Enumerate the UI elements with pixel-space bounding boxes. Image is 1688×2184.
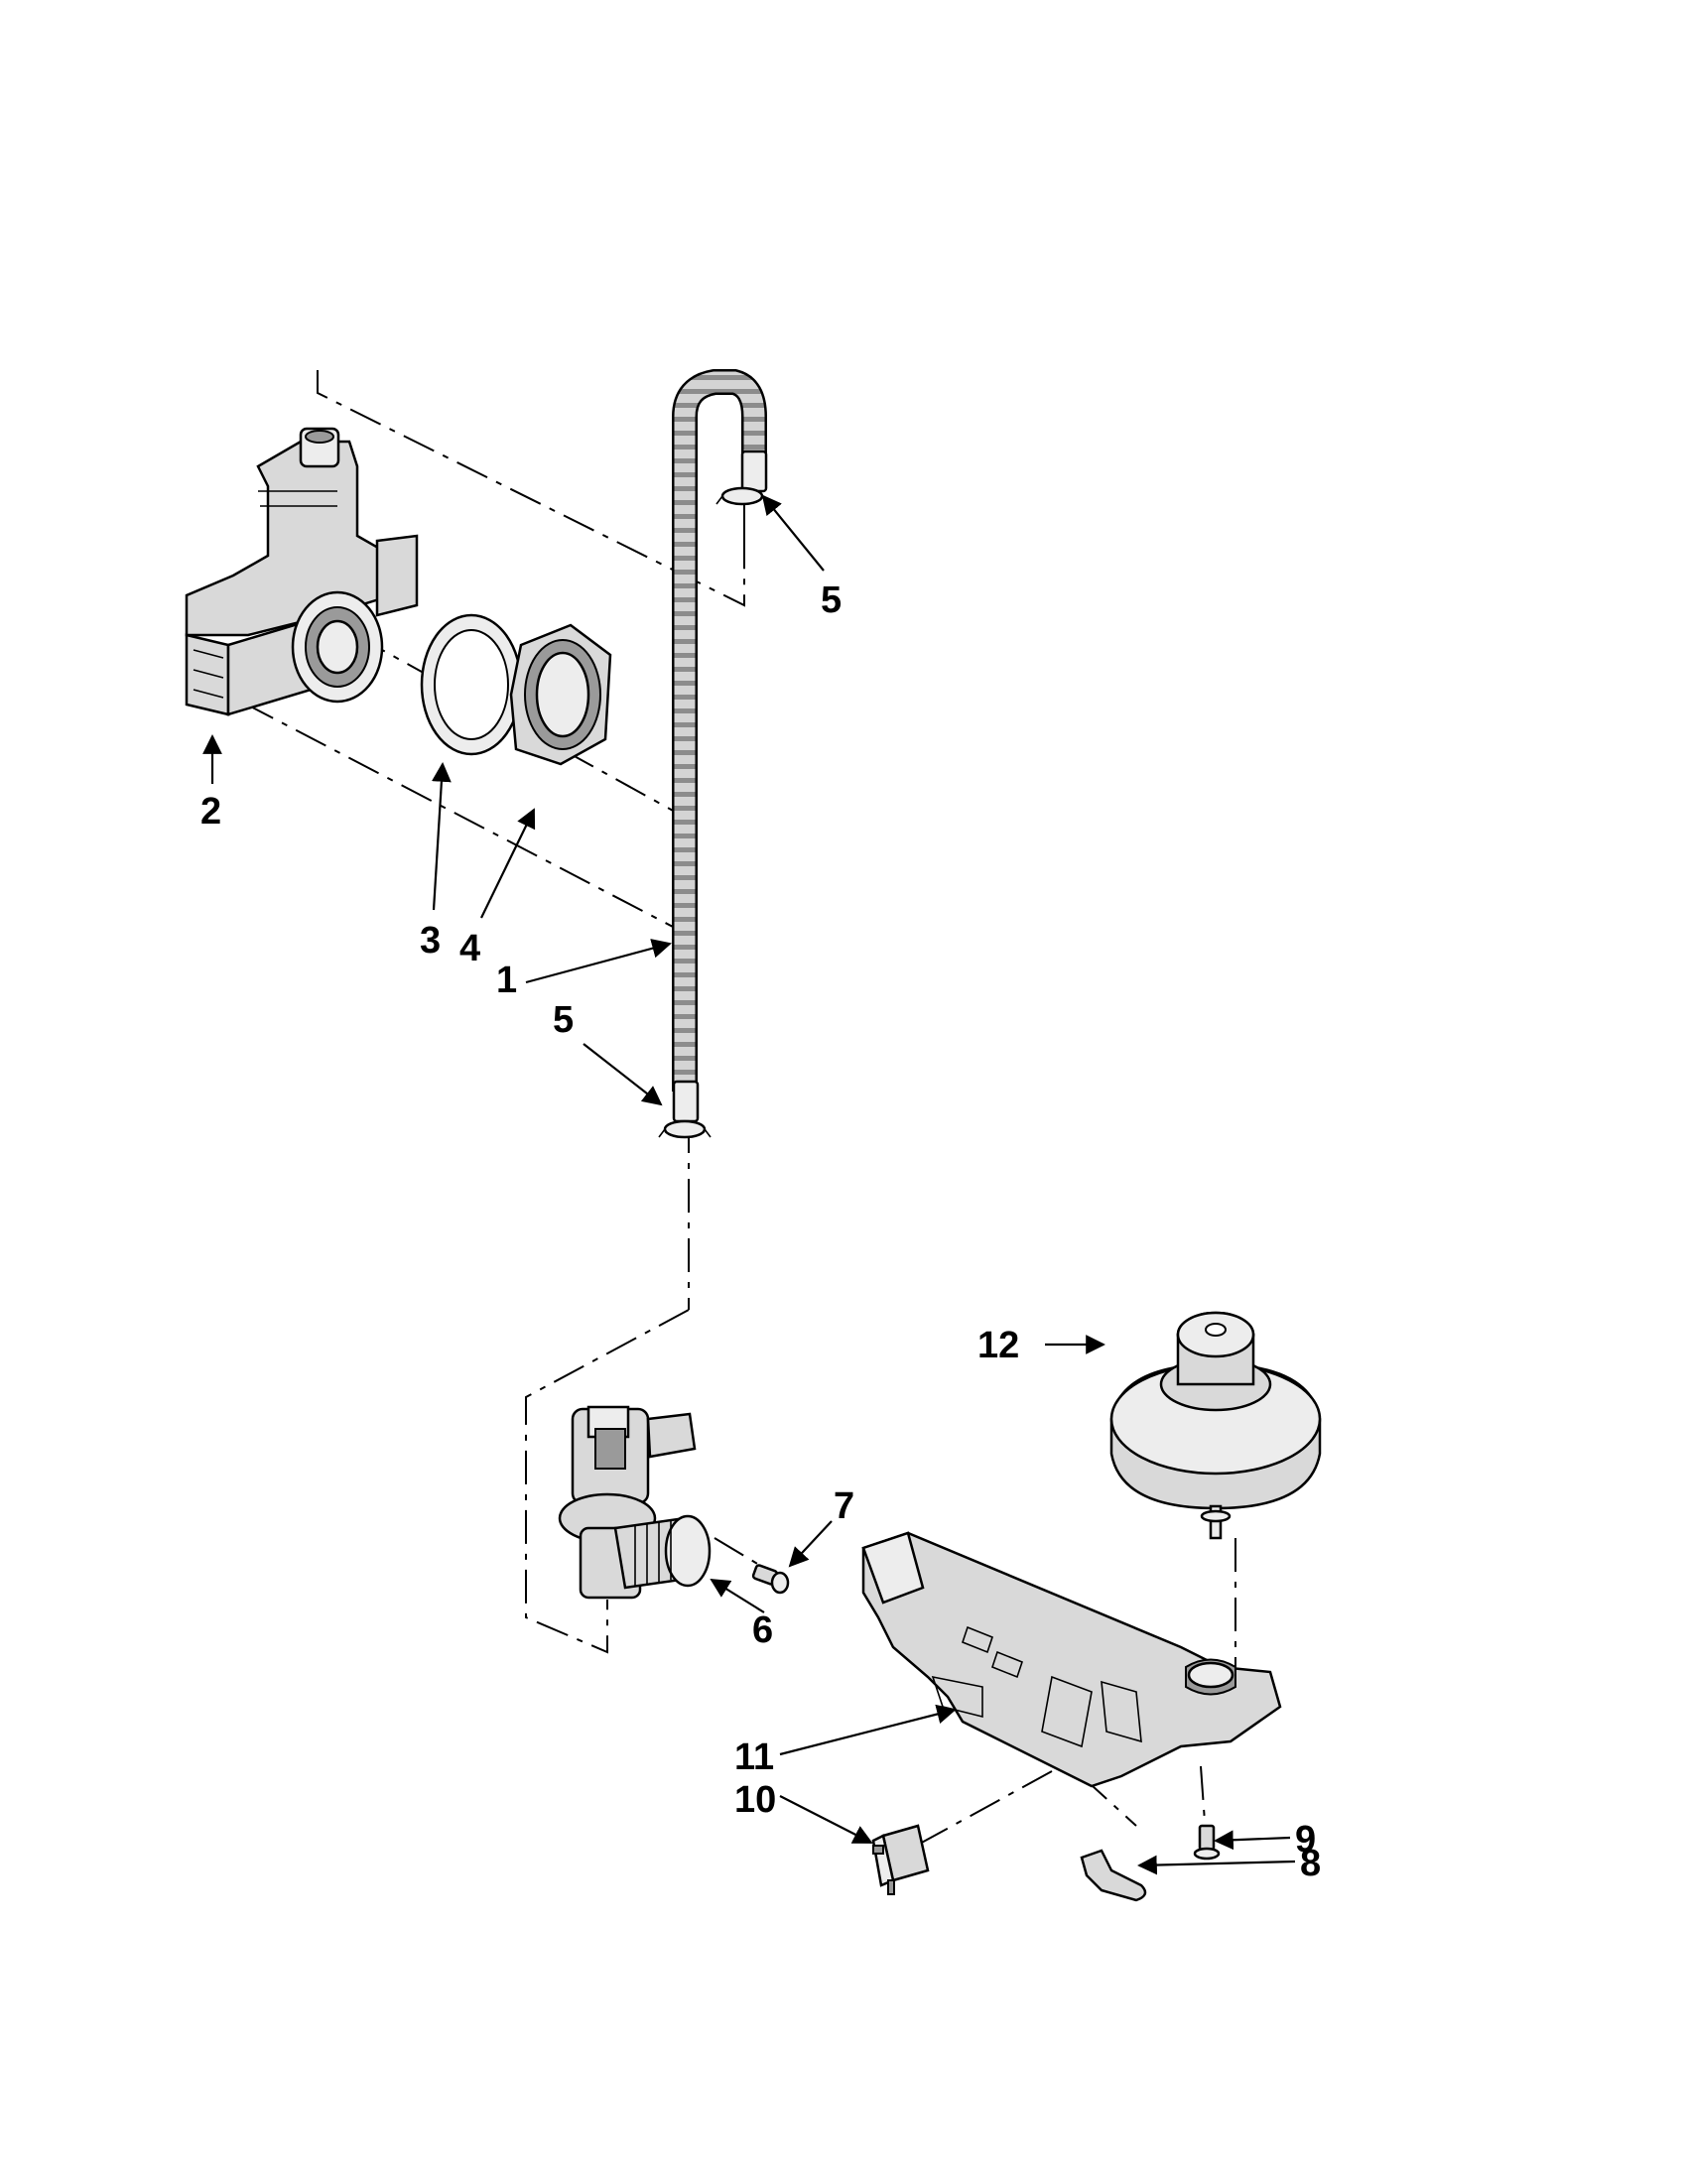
part-5-clamp-bottom bbox=[658, 1119, 712, 1139]
callout-3: 3 bbox=[420, 920, 441, 962]
callout-10: 10 bbox=[734, 1779, 776, 1821]
callout-4: 4 bbox=[459, 928, 480, 969]
part-2-bracket bbox=[185, 427, 419, 716]
part-7-screw bbox=[751, 1564, 790, 1595]
part-9-screw bbox=[1193, 1824, 1221, 1861]
callout-1: 1 bbox=[496, 960, 517, 1001]
callout-12: 12 bbox=[977, 1325, 1019, 1366]
part-8-lever bbox=[1080, 1849, 1147, 1902]
callout-9: 9 bbox=[1295, 1819, 1316, 1861]
part-1-hose bbox=[672, 369, 768, 1123]
callout-8: 8 bbox=[1300, 1843, 1321, 1884]
part-11-float-bracket bbox=[861, 1531, 1282, 1788]
part-3-gasket bbox=[420, 613, 523, 756]
callout-2: 2 bbox=[200, 791, 221, 833]
part-4-nut bbox=[509, 623, 612, 766]
callout-5-top: 5 bbox=[821, 579, 842, 621]
callout-6: 6 bbox=[752, 1609, 773, 1651]
leader-lines bbox=[202, 494, 1296, 1875]
part-6-water-valve bbox=[558, 1405, 712, 1600]
callout-11: 11 bbox=[734, 1736, 774, 1778]
callout-7: 7 bbox=[834, 1485, 854, 1527]
part-10-switch bbox=[871, 1824, 930, 1895]
part-12-float bbox=[1109, 1311, 1322, 1540]
callout-5-bottom: 5 bbox=[553, 999, 574, 1041]
